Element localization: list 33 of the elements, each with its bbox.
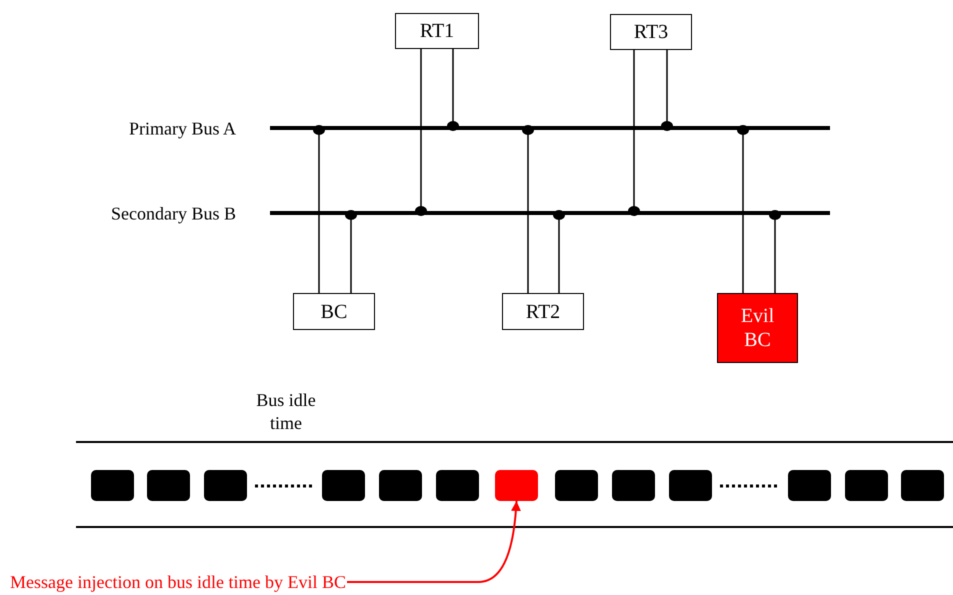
device-box: RT1 bbox=[395, 13, 479, 49]
message-block bbox=[204, 470, 247, 501]
message-block bbox=[147, 470, 190, 501]
bus-label: Primary Bus A bbox=[128, 118, 236, 140]
message-block bbox=[901, 470, 944, 501]
annotation-text: Message injection on bus idle time by Evil BC bbox=[10, 570, 346, 594]
bus-label: Secondary Bus B bbox=[111, 204, 236, 224]
stub-line bbox=[628, 50, 640, 216]
message-block bbox=[845, 470, 888, 501]
device-box: BC bbox=[293, 293, 375, 330]
message-block bbox=[91, 470, 134, 501]
message-block bbox=[788, 470, 831, 501]
message-block bbox=[612, 470, 655, 501]
stub-line bbox=[415, 49, 427, 216]
message-block bbox=[555, 470, 598, 501]
device-box: Evil BC bbox=[717, 293, 798, 363]
message-block bbox=[669, 470, 712, 501]
stub-line bbox=[737, 125, 749, 293]
message-block bbox=[436, 470, 479, 501]
timing-label: Bus idle time bbox=[255, 389, 317, 434]
stub-line bbox=[769, 210, 781, 293]
message-block bbox=[322, 470, 365, 501]
stub-line bbox=[345, 210, 357, 293]
stub-line bbox=[661, 50, 673, 131]
stub-line bbox=[313, 125, 325, 293]
device-box: RT3 bbox=[610, 14, 692, 50]
device-box: RT2 bbox=[502, 293, 584, 330]
message-block bbox=[495, 470, 538, 501]
arrow bbox=[347, 500, 521, 583]
stub-line bbox=[553, 210, 565, 293]
message-block bbox=[379, 470, 422, 501]
stub-line bbox=[447, 49, 459, 131]
stub-line bbox=[522, 125, 534, 293]
